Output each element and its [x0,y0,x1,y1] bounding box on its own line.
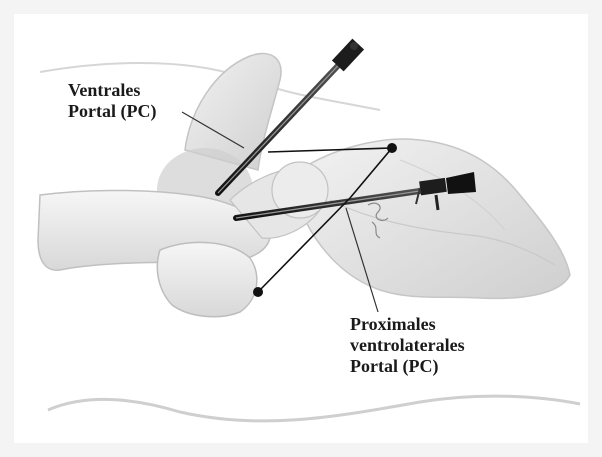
label-proximal-line2: ventrolaterales [350,335,465,356]
label-proximal-portal: Proximales ventrolaterales Portal (PC) [350,314,465,377]
marker-dot-upper [387,143,397,153]
label-proximal-line1: Proximales [350,314,465,335]
label-ventral-line2: Portal (PC) [68,101,156,122]
marker-dot-lower [253,287,263,297]
label-ventral-line1: Ventrales [68,80,156,101]
label-proximal-line3: Portal (PC) [350,356,465,377]
body-outline-lower [48,396,580,421]
label-ventral-portal: Ventrales Portal (PC) [68,80,156,122]
pelvis-body [300,139,570,298]
greater-trochanter [157,242,257,316]
